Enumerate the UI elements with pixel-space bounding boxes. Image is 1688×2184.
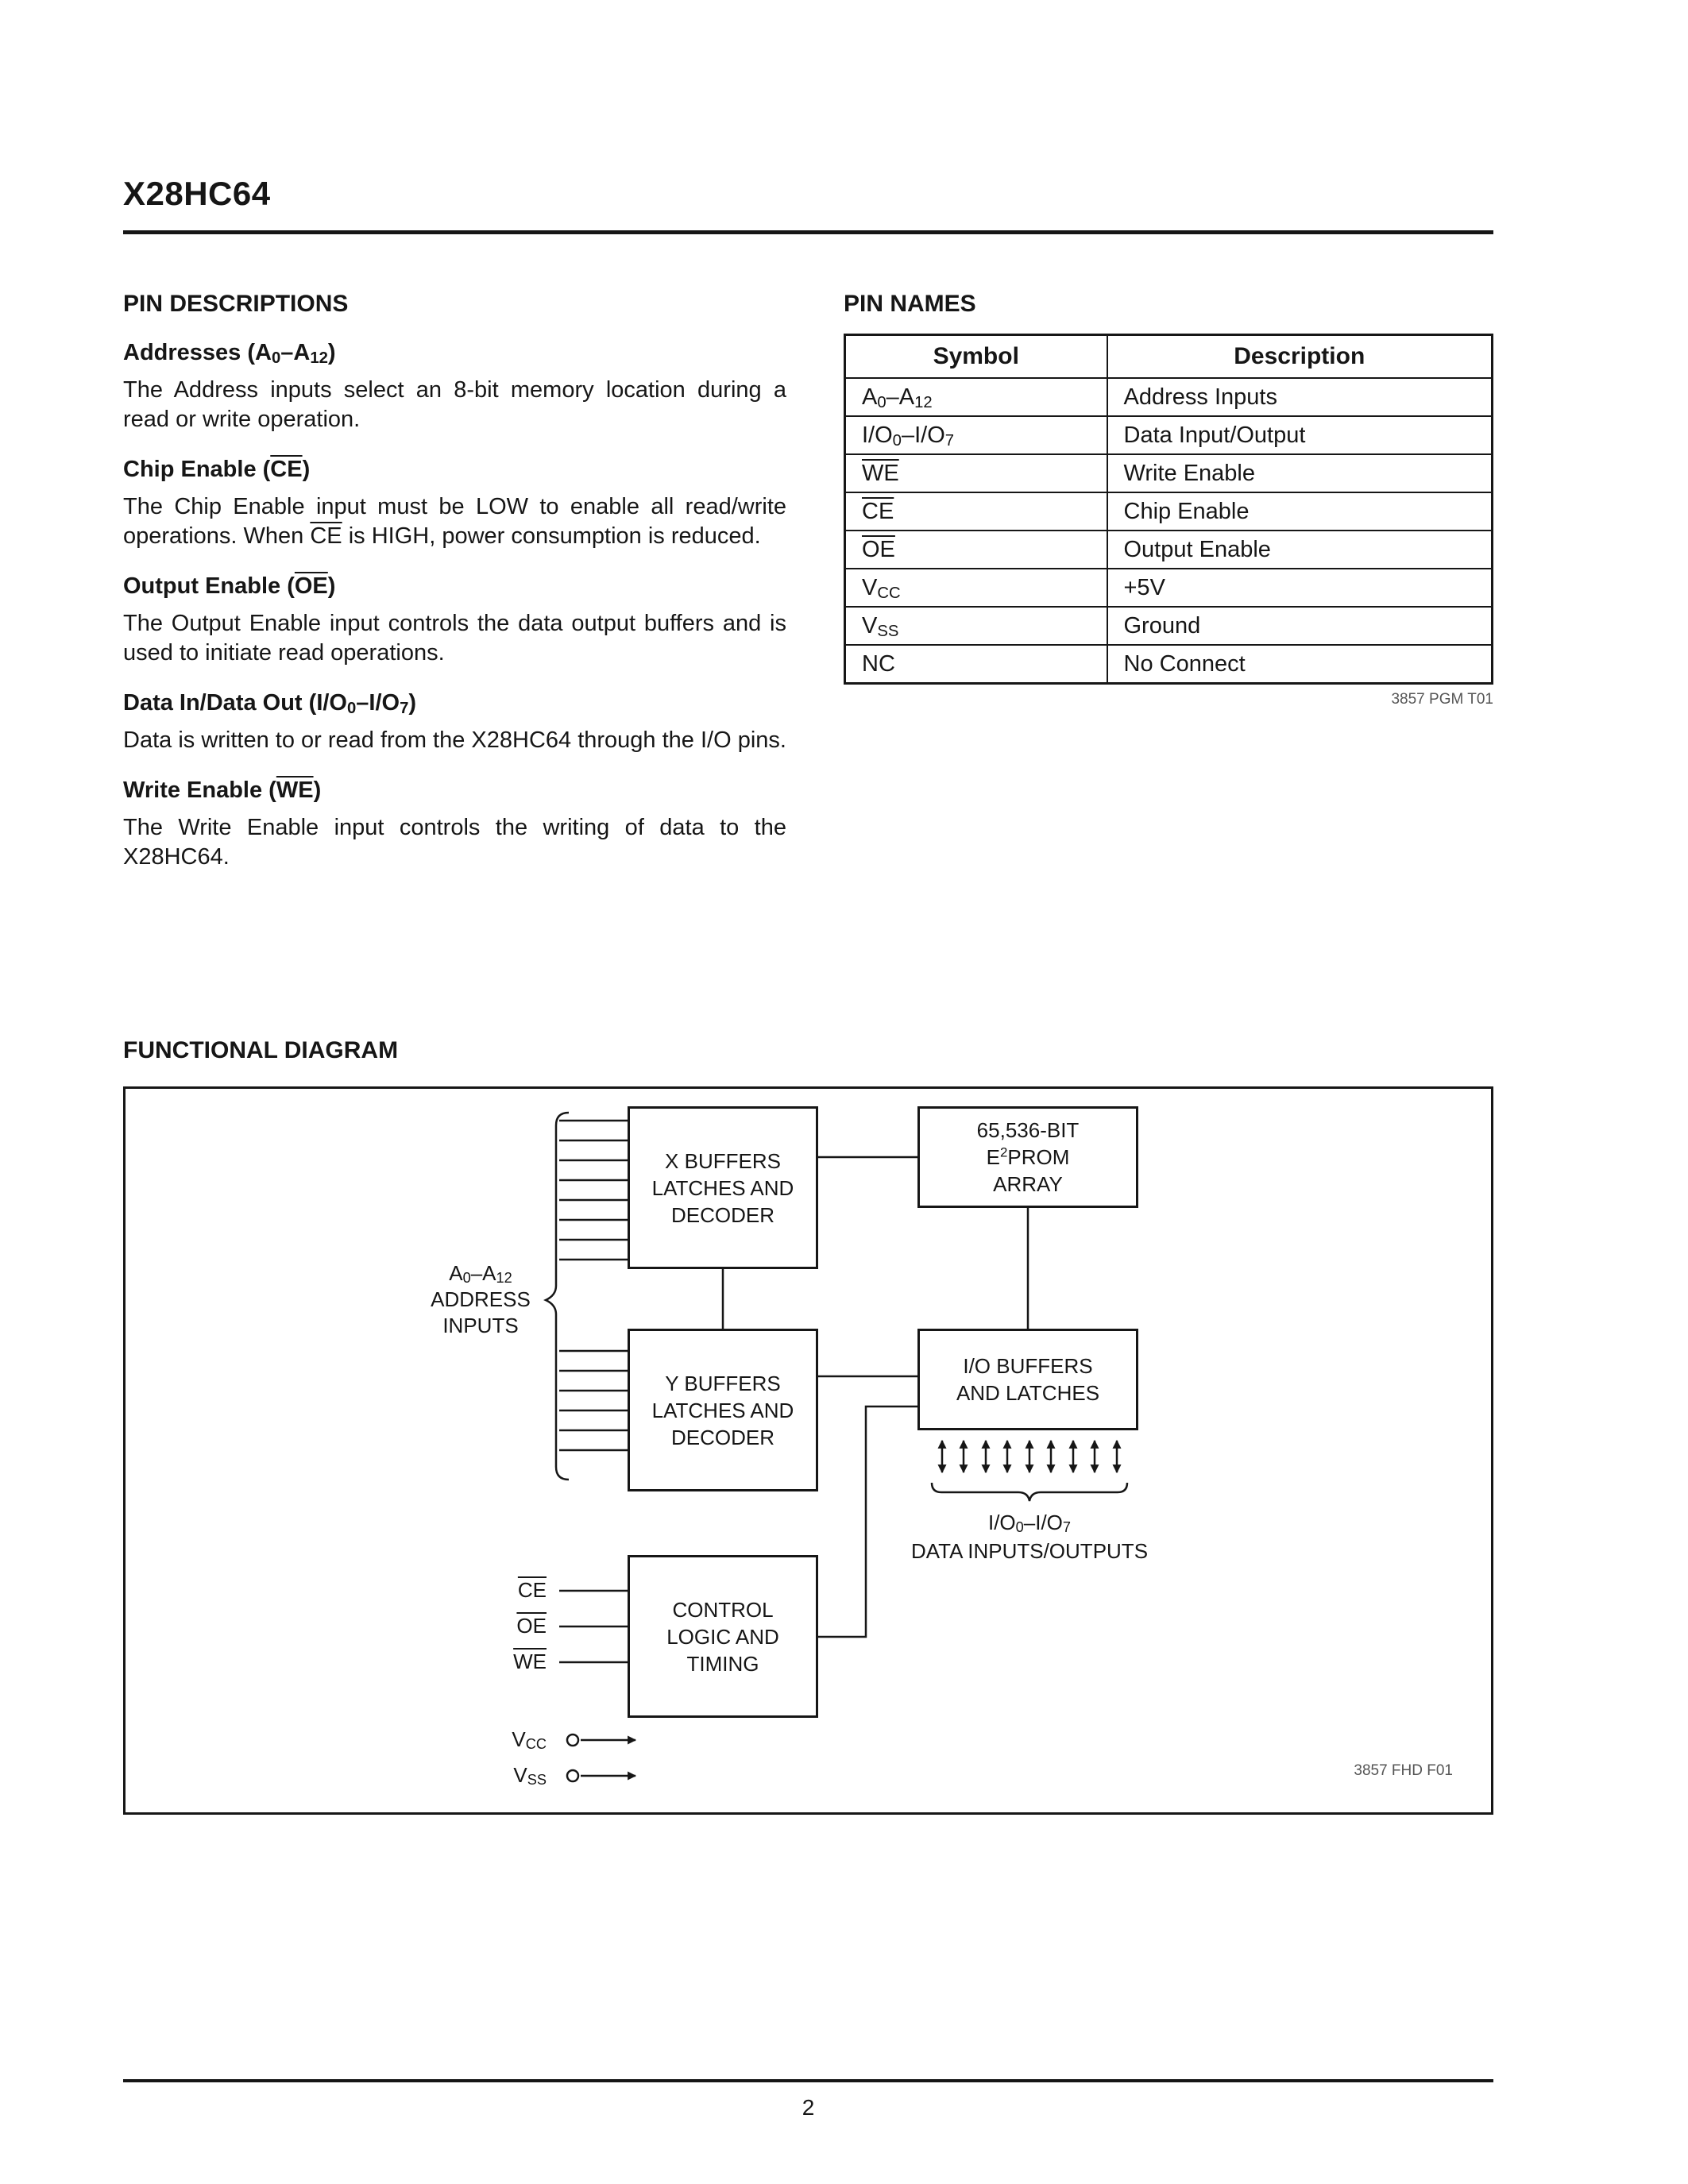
pin-symbol: OE xyxy=(844,530,1108,569)
table-row: A0–A12 Address Inputs xyxy=(844,377,1493,417)
address-bus-lines-x xyxy=(559,1119,628,1261)
output-enable-body: The Output Enable input controls the dat… xyxy=(123,611,786,666)
pin-names-heading: PIN NAMES xyxy=(844,291,976,317)
pin-symbol: NC xyxy=(844,644,1108,685)
pin-names-section: PIN NAMES Symbol Description A0–A12 Addr… xyxy=(844,291,1493,708)
table-row: I/O0–I/O7 Data Input/Output xyxy=(844,415,1493,455)
io-brace xyxy=(930,1482,1129,1502)
power-pins xyxy=(566,1733,637,1783)
pin-descriptions-heading: PIN DESCRIPTIONS xyxy=(123,291,349,317)
diagram-lines xyxy=(543,1111,1129,1783)
pin-symbol: CE xyxy=(844,492,1108,531)
table-row: VCC +5V xyxy=(844,568,1493,608)
data-io-heading: Data In/Data Out (I/O0–I/O7) xyxy=(123,690,417,717)
table-row: WE Write Enable xyxy=(844,453,1493,493)
address-bus-lines-y xyxy=(559,1349,628,1452)
x-buffers-box: X BUFFERS LATCHES AND DECODER xyxy=(628,1106,818,1269)
pin-description: Ground xyxy=(1106,606,1493,646)
io-bidirectional-arrows xyxy=(937,1439,1122,1474)
we-symbol: WE xyxy=(276,778,314,803)
oe-symbol: OE xyxy=(294,573,328,599)
pin-description: No Connect xyxy=(1106,644,1493,685)
address-inputs-label: A0–A12 ADDRESS INPUTS xyxy=(426,1260,535,1339)
functional-diagram-heading: FUNCTIONAL DIAGRAM xyxy=(123,1037,399,1063)
functional-diagram: X BUFFERS LATCHES AND DECODER 65,536-BIT… xyxy=(123,1086,1493,1815)
address-inputs-brace xyxy=(543,1111,570,1481)
table-reference-note: 3857 PGM T01 xyxy=(1391,691,1493,708)
a0-a12-symbol: A0–A12 xyxy=(255,340,328,367)
footer-rule xyxy=(123,2079,1493,2082)
pin-symbol: A0–A12 xyxy=(844,377,1108,417)
pin-description: Chip Enable xyxy=(1106,492,1493,531)
pin-symbol: WE xyxy=(844,453,1108,493)
column-header-description: Description xyxy=(1106,334,1493,379)
io-buffers-box: I/O BUFFERS AND LATCHES xyxy=(917,1329,1138,1430)
y-buffers-box: Y BUFFERS LATCHES AND DECODER xyxy=(628,1329,818,1491)
vcc-pin-label: VCC xyxy=(512,1727,547,1753)
data-io-body: Data is written to or read from the X28H… xyxy=(123,727,786,753)
pin-description: Address Inputs xyxy=(1106,377,1493,417)
io0-io7-symbol: I/O0–I/O7 xyxy=(316,690,409,717)
table-row: CE Chip Enable xyxy=(844,492,1493,531)
we-pin-label: WE xyxy=(513,1650,547,1673)
chip-enable-body: The Chip Enable input must be LOW to ena… xyxy=(123,494,786,549)
write-enable-heading: Write Enable (WE) xyxy=(123,778,322,803)
page-title: X28HC64 xyxy=(123,175,271,212)
pin-description: Output Enable xyxy=(1106,530,1493,569)
a0-a12-symbol: A0–A12 xyxy=(449,1261,512,1287)
pin-symbol: I/O0–I/O7 xyxy=(844,415,1108,455)
addresses-heading: Addresses (A0–A12) xyxy=(123,340,336,367)
ce-symbol: CE xyxy=(310,523,342,549)
e2prom-label: E2PROM xyxy=(986,1144,1070,1169)
control-logic-box: CONTROL LOGIC AND TIMING xyxy=(628,1555,818,1718)
data-inputs-outputs-label: DATA INPUTS/OUTPUTS xyxy=(910,1539,1149,1563)
diagram-reference-note: 3857 FHD F01 xyxy=(1354,1762,1453,1779)
addresses-body: The Address inputs select an 8-bit memor… xyxy=(123,377,786,432)
title-rule xyxy=(123,230,1493,234)
ce-symbol: CE xyxy=(270,457,303,482)
pin-description: +5V xyxy=(1106,568,1493,608)
page-number: 2 xyxy=(802,2095,815,2120)
write-enable-body: The Write Enable input controls the writ… xyxy=(123,815,786,870)
table-header-row: Symbol Description xyxy=(844,334,1493,379)
pin-symbol: VCC xyxy=(844,568,1108,608)
output-enable-heading: Output Enable (OE) xyxy=(123,573,336,599)
control-signal-lines xyxy=(559,1589,628,1664)
pin-descriptions-section: PIN DESCRIPTIONS Addresses (A0–A12) The … xyxy=(123,291,786,872)
column-header-symbol: Symbol xyxy=(844,334,1108,379)
pin-names-table: Symbol Description A0–A12 Address Inputs… xyxy=(844,334,1493,685)
table-row: NC No Connect xyxy=(844,644,1493,685)
io-range-label: I/O0–I/O7 xyxy=(987,1511,1072,1536)
pin-symbol: VSS xyxy=(844,606,1108,646)
pin-description: Data Input/Output xyxy=(1106,415,1493,455)
pin-description: Write Enable xyxy=(1106,453,1493,493)
table-row: OE Output Enable xyxy=(844,530,1493,569)
oe-pin-label: OE xyxy=(516,1614,547,1638)
vss-pin-label: VSS xyxy=(513,1763,547,1788)
block-connectors xyxy=(721,1156,1029,1638)
ce-pin-label: CE xyxy=(517,1578,547,1602)
chip-enable-heading: Chip Enable (CE) xyxy=(123,457,311,482)
table-row: VSS Ground xyxy=(844,606,1493,646)
